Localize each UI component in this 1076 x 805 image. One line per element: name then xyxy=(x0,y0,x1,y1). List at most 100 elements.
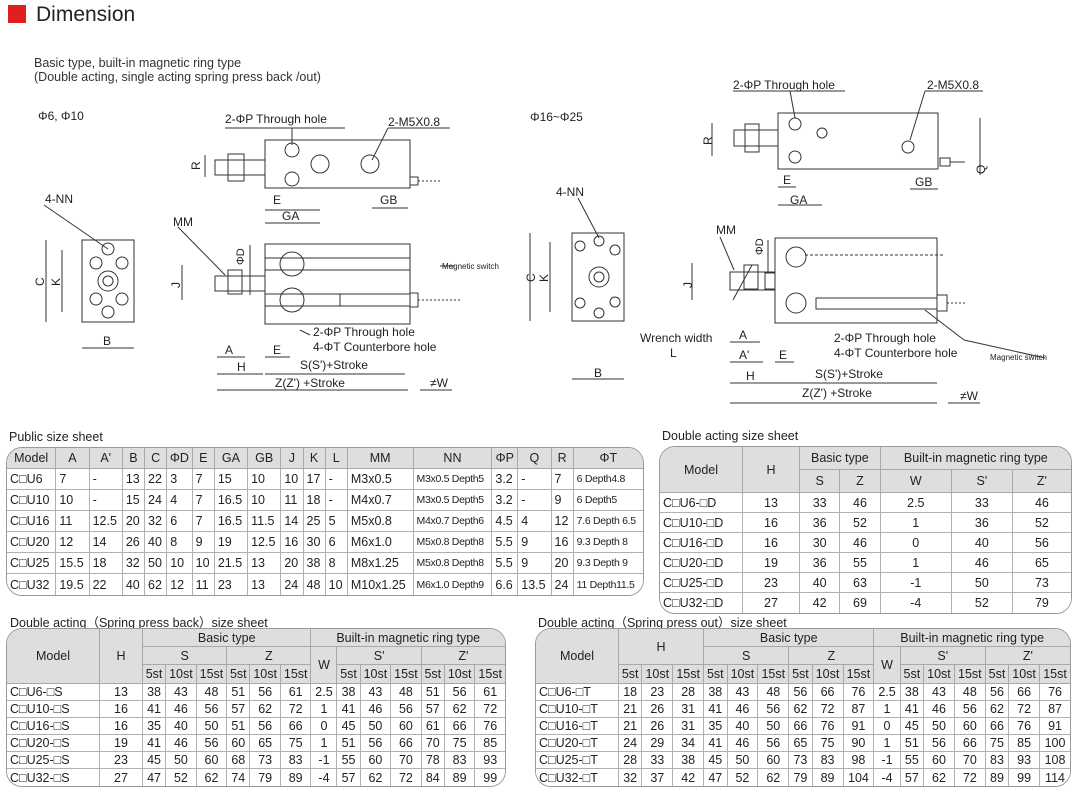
col-header: Z' xyxy=(1012,470,1071,493)
table-cell: C□U25-□D xyxy=(660,573,743,593)
table-cell: 57 xyxy=(227,701,251,718)
table-cell: 72 xyxy=(1009,701,1041,718)
col-group-basic: Basic type xyxy=(704,629,875,647)
table-cell: 89 xyxy=(985,769,1010,786)
table-cell: -1 xyxy=(311,752,338,769)
nn-label: 4-NN xyxy=(45,192,73,206)
table-cell: 36 xyxy=(951,513,1013,533)
table-cell: 24 xyxy=(281,574,304,595)
table-cell: 79 xyxy=(250,769,281,786)
table-cell: 7 xyxy=(551,469,574,490)
table-cell: 11 xyxy=(281,490,304,511)
dim-e-side-large: E xyxy=(779,348,787,362)
col-stroke: 15st xyxy=(280,665,312,684)
mm-label: MM xyxy=(173,215,193,229)
dim-a: A xyxy=(225,343,233,357)
table-cell: 43 xyxy=(166,684,197,701)
table-cell: 41 xyxy=(900,701,925,718)
table-cell: 43 xyxy=(360,684,392,701)
spring-back-table: Model H Basic type Built-in magnetic rin… xyxy=(6,628,506,787)
col-header: GB xyxy=(248,448,282,469)
table-header-row: Model H Basic type Built-in magnetic rin… xyxy=(536,629,1070,684)
table-cell: 9.3 Depth 8 xyxy=(573,532,643,553)
table-cell: 26 xyxy=(642,701,674,718)
table-cell: 11 xyxy=(56,511,90,532)
dim-s: S(S')+Stroke xyxy=(300,358,368,372)
table-cell: 30 xyxy=(303,532,326,553)
dim-z: Z(Z') +Stroke xyxy=(275,376,345,390)
table-cell: 70 xyxy=(421,735,445,752)
table-cell: 1 xyxy=(874,735,901,752)
table-cell: 46 xyxy=(166,735,197,752)
table-cell: 13 xyxy=(122,469,146,490)
col-header: C xyxy=(145,448,168,469)
through-hole-label-2: 2-ΦP Through hole xyxy=(313,325,415,339)
dim-gb: GB xyxy=(380,193,397,207)
col-header: S' xyxy=(951,470,1013,493)
table-cell: 52 xyxy=(727,769,759,786)
table-cell: 5.5 xyxy=(492,532,519,553)
table-cell: 48 xyxy=(303,574,326,595)
col-stroke: 10st xyxy=(166,665,197,684)
table-cell: - xyxy=(89,469,123,490)
spring-out-sheet-title: Double acting（Spring press out）size shee… xyxy=(538,616,787,630)
table-cell: 16 xyxy=(281,532,304,553)
col-stroke: 10st xyxy=(727,665,759,684)
col-stroke: 10st xyxy=(642,665,674,684)
table-cell: 15 xyxy=(214,469,249,490)
table-cell: 78 xyxy=(421,752,445,769)
dim-c: C xyxy=(33,277,47,286)
table-cell: 73 xyxy=(1012,573,1071,593)
table-cell: 65 xyxy=(789,735,813,752)
table-cell: 72 xyxy=(954,769,986,786)
col-header: S xyxy=(800,470,841,493)
col-stroke: 5st xyxy=(985,665,1010,684)
table-cell: 42 xyxy=(673,769,705,786)
table-cell: 22 xyxy=(89,574,123,595)
table-cell: 40 xyxy=(166,718,197,735)
double-sheet-title: Double acting size sheet xyxy=(662,429,799,443)
subtitle-line-1: Basic type, built-in magnetic ring type xyxy=(34,56,242,70)
table-cell: 70 xyxy=(391,752,422,769)
table-cell: 33 xyxy=(642,752,674,769)
table-cell: 23 xyxy=(642,684,674,701)
table-cell: 1 xyxy=(311,735,338,752)
col-stroke: 15st xyxy=(843,665,875,684)
col-group-basic: Basic type xyxy=(800,447,881,470)
table-cell: 56 xyxy=(250,718,281,735)
table-cell: 45 xyxy=(337,718,361,735)
table-cell: 6 xyxy=(167,511,193,532)
table-cell: 13 xyxy=(743,493,800,513)
dim-q-large: Q xyxy=(974,165,988,174)
table-cell: M6x1.0 xyxy=(347,532,414,553)
table-cell: 15.5 xyxy=(56,553,90,574)
table-cell: 9 xyxy=(551,490,574,511)
end-view-large xyxy=(529,197,625,380)
table-cell: 48 xyxy=(196,684,228,701)
magnetic-switch-label-large: Magnetic switch xyxy=(990,353,1047,362)
table-cell: 50 xyxy=(924,718,955,735)
col-header: ΦD xyxy=(167,448,193,469)
table-cell: 43 xyxy=(924,684,955,701)
dim-c-large: C xyxy=(524,273,538,282)
table-cell: 55 xyxy=(840,553,881,573)
table-cell: 6 Depth4.8 xyxy=(573,469,643,490)
table-cell: 69 xyxy=(840,593,881,613)
dim-e-top-large: E xyxy=(783,173,791,187)
table-cell: M4x0.7 xyxy=(347,490,414,511)
dim-b: B xyxy=(103,334,111,348)
table-cell: 23 xyxy=(743,573,800,593)
col-stroke: 15st xyxy=(1040,665,1070,684)
table-cell: 73 xyxy=(250,752,281,769)
col-stroke: 15st xyxy=(196,665,228,684)
bore-label-small: Φ6, Φ10 xyxy=(38,109,84,123)
table-cell: 45 xyxy=(143,752,167,769)
table-cell: 20 xyxy=(551,553,574,574)
col-stroke: 15st xyxy=(954,665,986,684)
table-cell: 87 xyxy=(1040,701,1070,718)
table-cell: 20 xyxy=(122,511,146,532)
top-view xyxy=(204,127,450,224)
table-cell: 79 xyxy=(1012,593,1071,613)
table-cell: 35 xyxy=(704,718,728,735)
table-cell: 18 xyxy=(619,684,643,701)
